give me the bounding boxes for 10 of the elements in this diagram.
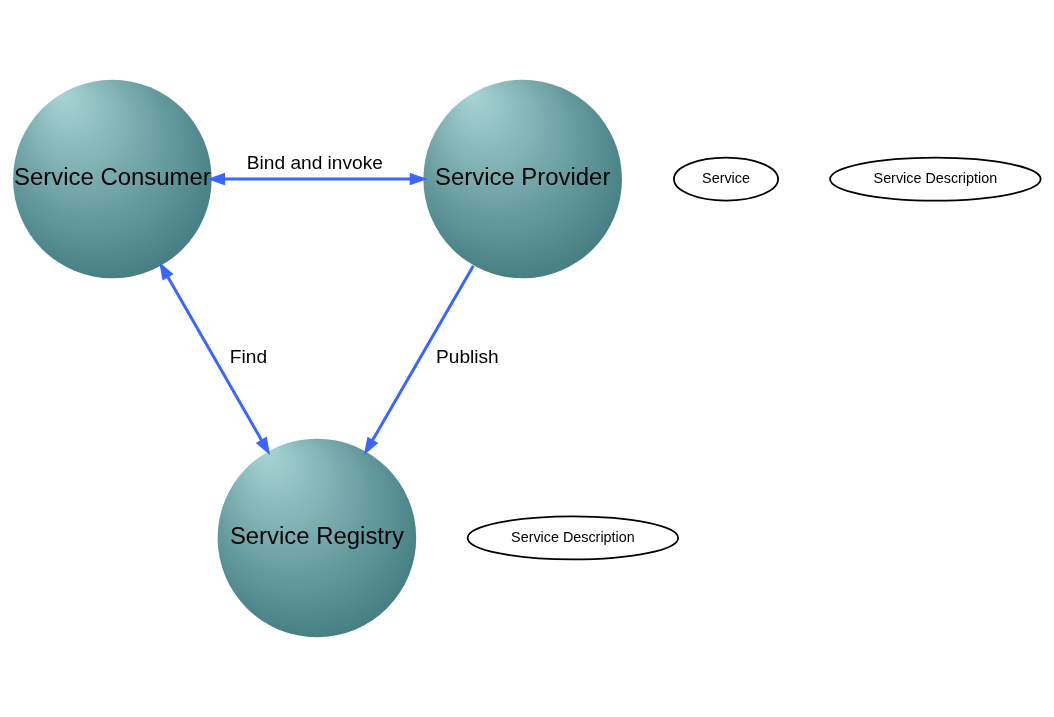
arrow bbox=[159, 261, 271, 456]
node-ellipse: Service Description bbox=[829, 156, 1042, 202]
node-ellipse: Service bbox=[673, 156, 779, 202]
edge-label: Publish bbox=[436, 346, 499, 368]
arrow bbox=[363, 264, 475, 456]
node-ellipse: Service Description bbox=[466, 515, 680, 561]
edge-label: Bind and invoke bbox=[246, 152, 383, 174]
node-circle: Service Provider bbox=[423, 79, 622, 279]
edge-label: Find bbox=[229, 346, 268, 368]
arrow bbox=[207, 172, 428, 186]
